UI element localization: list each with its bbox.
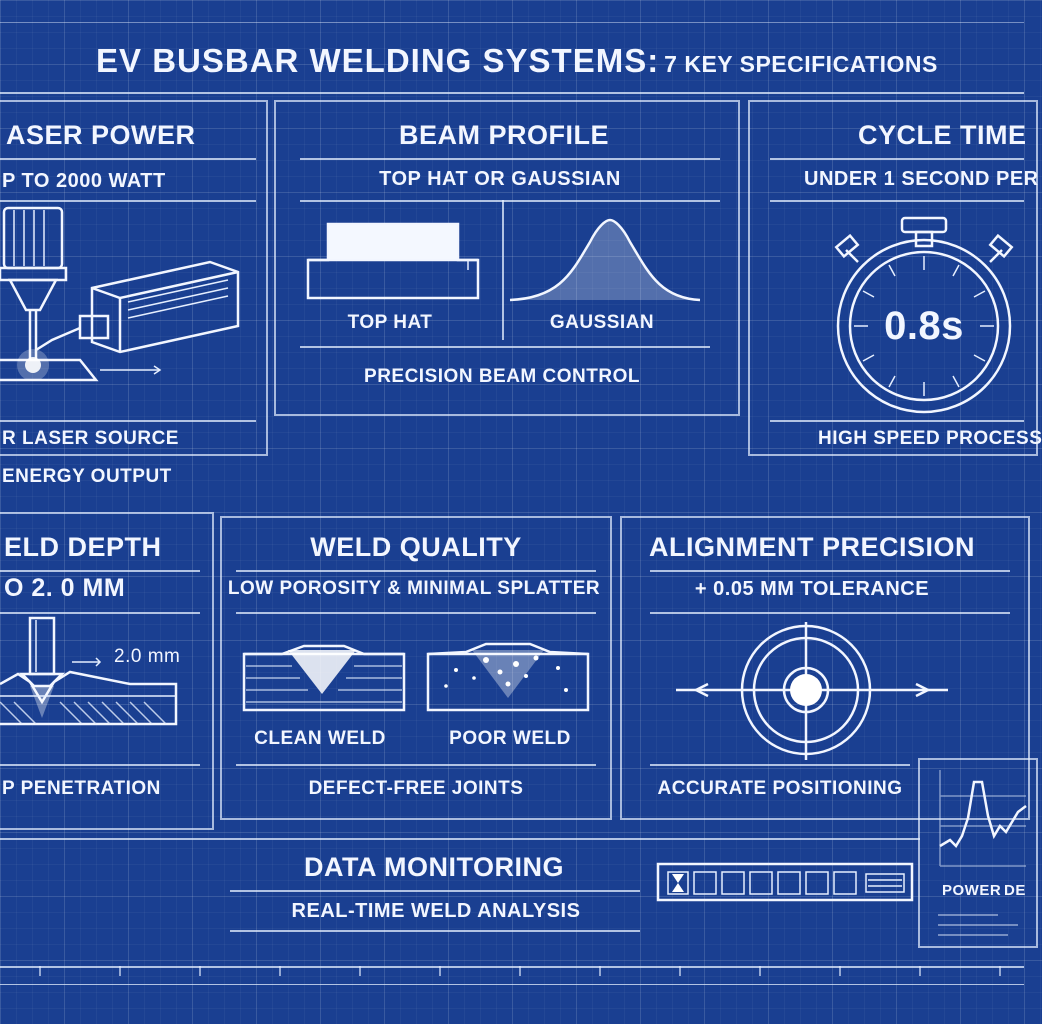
beam-profile-panel — [274, 100, 740, 416]
poor-weld-label: POOR WELD — [449, 728, 571, 749]
beam-profile-caption: PRECISION BEAM CONTROL — [364, 366, 640, 387]
laser-power-rule-1 — [0, 158, 256, 160]
title-rule — [0, 92, 1024, 94]
weld-quality-caption: DEFECT-FREE JOINTS — [308, 778, 524, 799]
weld-depth-dimension: 2.0 mm — [114, 646, 181, 667]
alignment-panel — [620, 516, 1030, 820]
alignment-value: + 0.05 MM TOLERANCE — [694, 578, 930, 600]
top-hat-profile-icon — [306, 222, 480, 300]
gaussian-profile-icon — [509, 218, 701, 302]
beam-profile-heading: BEAM PROFILE — [398, 120, 610, 150]
laser-power-value: P TO 2000 WATT — [2, 170, 166, 192]
title-suffix: 7 KEY SPECIFICATIONS — [664, 51, 938, 77]
beam-profile-rule-2 — [300, 200, 720, 202]
data-monitoring-heading: DATA MONITORING — [304, 852, 564, 882]
weld-quality-rule-2 — [236, 612, 596, 614]
weld-depth-heading: ELD DEPTH — [4, 532, 162, 562]
weld-depth-illustration — [0, 616, 178, 726]
stopwatch-icon — [834, 216, 1014, 414]
alignment-rule-2 — [650, 612, 1010, 614]
gaussian-label: GAUSSIAN — [549, 312, 655, 333]
page-title: EV BUSBAR WELDING SYSTEMS: 7 KEY SPECIFI… — [96, 42, 938, 80]
monitor-text-line-1 — [938, 914, 998, 916]
cycle-time-value: UNDER 1 SECOND PER — [804, 168, 1039, 190]
monitor-screen[interactable] — [918, 758, 1038, 948]
title-rule-top — [0, 22, 1024, 23]
laser-power-heading: ASER POWER — [6, 120, 196, 150]
clean-weld-icon — [242, 644, 406, 712]
weld-depth-rule-2 — [0, 612, 200, 614]
alignment-caption: ACCURATE POSITIONING — [657, 778, 903, 799]
weld-depth-rule-3 — [0, 764, 200, 766]
monitoring-progress-bar — [656, 862, 914, 902]
laser-power-rule-3 — [0, 420, 256, 422]
alignment-rule-3 — [650, 764, 910, 766]
monitor-label-depth: DE — [1004, 882, 1026, 899]
weld-quality-rule-3 — [236, 764, 596, 766]
weld-depth-panel — [0, 512, 214, 830]
data-monitoring-value: REAL-TIME WELD ANALYSIS — [291, 900, 581, 922]
data-monitoring-rule-top — [0, 838, 920, 840]
laser-power-caption-2: ENERGY OUTPUT — [2, 466, 172, 487]
laser-power-rule-2 — [0, 200, 256, 202]
cycle-time-heading: CYCLE TIME — [858, 120, 1027, 150]
laser-power-panel — [0, 100, 268, 456]
monitor-text-line-3 — [938, 934, 1008, 936]
bottom-scale-ticks — [39, 966, 1001, 976]
monitor-waveform — [939, 770, 1027, 867]
title-main: EV BUSBAR WELDING SYSTEMS: — [96, 42, 660, 79]
timer-readout: 0.8s — [884, 304, 964, 348]
bottom-scale-rule-2 — [0, 984, 1024, 985]
laser-source-illustration — [0, 206, 240, 382]
weld-quality-value: LOW POROSITY & MINIMAL SPLATTER — [227, 578, 601, 599]
bottom-scale-rule — [0, 966, 1024, 968]
clean-weld-label: CLEAN WELD — [254, 728, 386, 749]
beam-profile-rule-1 — [300, 158, 720, 160]
top-hat-label: TOP HAT — [347, 312, 433, 333]
cycle-time-caption: HIGH SPEED PROCESS — [818, 428, 1042, 449]
laser-power-caption-1: R LASER SOURCE — [2, 428, 179, 449]
weld-quality-heading: WELD QUALITY — [310, 532, 522, 562]
monitor-text-line-2 — [938, 924, 1018, 926]
cycle-time-rule-3 — [770, 420, 1024, 422]
cycle-time-rule-1 — [770, 158, 1024, 160]
weld-depth-caption: P PENETRATION — [2, 778, 161, 799]
alignment-heading: ALIGNMENT PRECISION — [648, 532, 976, 562]
data-monitoring-rule-2 — [230, 930, 640, 932]
weld-depth-value: O 2. 0 MM — [4, 574, 126, 602]
beam-profile-value: TOP HAT OR GAUSSIAN — [379, 168, 621, 190]
alignment-rule-1 — [650, 570, 1010, 572]
beam-profile-rule-3 — [300, 346, 710, 348]
crosshair-target-icon — [676, 622, 948, 760]
beam-profile-divider — [502, 200, 504, 340]
weld-quality-rule-1 — [236, 570, 596, 572]
cycle-time-panel — [748, 100, 1038, 456]
cycle-time-rule-2 — [770, 200, 1024, 202]
data-monitoring-rule-1 — [230, 890, 640, 892]
weld-depth-rule-1 — [0, 570, 200, 572]
weld-quality-panel — [220, 516, 612, 820]
monitor-label-power: POWER — [942, 882, 1002, 899]
poor-weld-icon — [426, 642, 590, 712]
